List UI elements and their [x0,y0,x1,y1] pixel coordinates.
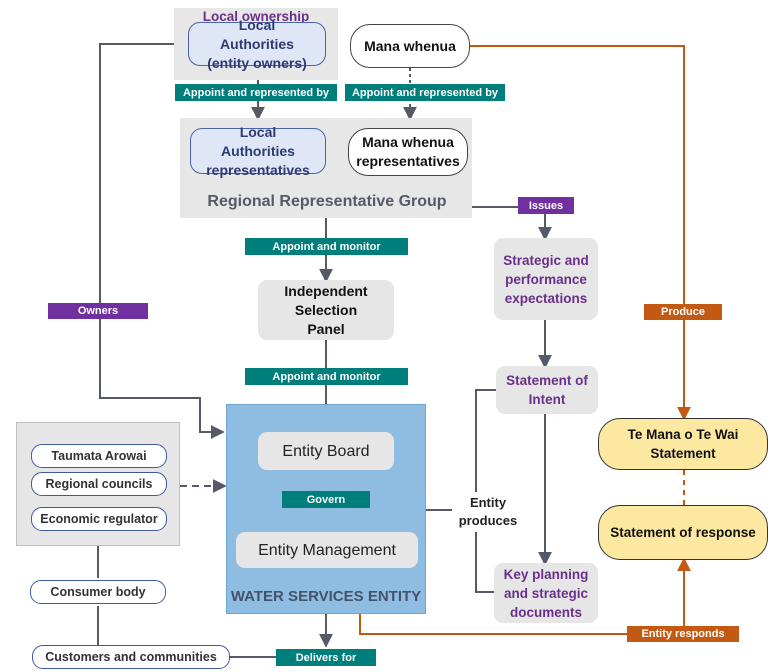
regulator-regional-councils: Regional councils [31,472,167,496]
produce-line [470,45,691,421]
local-authorities-reps: Local Authorities representatives [190,124,326,178]
independent-selection-panel: Independent Selection Panel [258,280,394,340]
regional-group-title: Regional Representative Group [207,193,447,210]
regulator-taumata-arowai: Taumata Arowai [31,444,167,468]
mana-whenua-reps: Mana whenua representatives [348,128,468,176]
key-planning-documents: Key planning and strategic documents [494,563,598,623]
responds-line [359,557,691,635]
entity-responds-tag: Entity responds [627,626,739,642]
appoint-represented-tag-1: Appoint and represented by [175,84,337,101]
produce-tag: Produce [644,304,722,320]
entity-management: Entity Management [236,532,418,568]
local-ownership-label: Local ownership [202,8,310,24]
owners-tag: Owners [48,303,148,319]
mana-whenua: Mana whenua [350,24,470,68]
entity-produces-label: Entity produces [452,492,524,532]
consumer-body: Consumer body [30,580,166,604]
strategic-expectations: Strategic and performance expectations [494,238,598,320]
te-mana-statement: Te Mana o Te Wai Statement [598,418,768,470]
entity-board: Entity Board [258,432,394,470]
produces-bracket [475,389,496,593]
owners-line [99,43,225,439]
delivers-for-tag: Delivers for [276,649,376,666]
appoint-monitor-tag-2: Appoint and monitor [245,368,408,385]
regulator-economic: Economic regulator [31,507,167,531]
appoint-represented-tag-2: Appoint and represented by [345,84,505,101]
govern-tag: Govern [282,491,370,508]
local-authorities-owners: Local Authorities (entity owners) [188,17,326,71]
statement-of-intent: Statement of Intent [496,366,598,414]
water-services-entity-title: WATER SERVICES ENTITY [230,587,422,605]
customers-communities: Customers and communities [32,645,230,669]
issues-tag: Issues [518,197,574,214]
appoint-monitor-tag-1: Appoint and monitor [245,238,408,255]
statement-of-response: Statement of response [598,505,768,560]
